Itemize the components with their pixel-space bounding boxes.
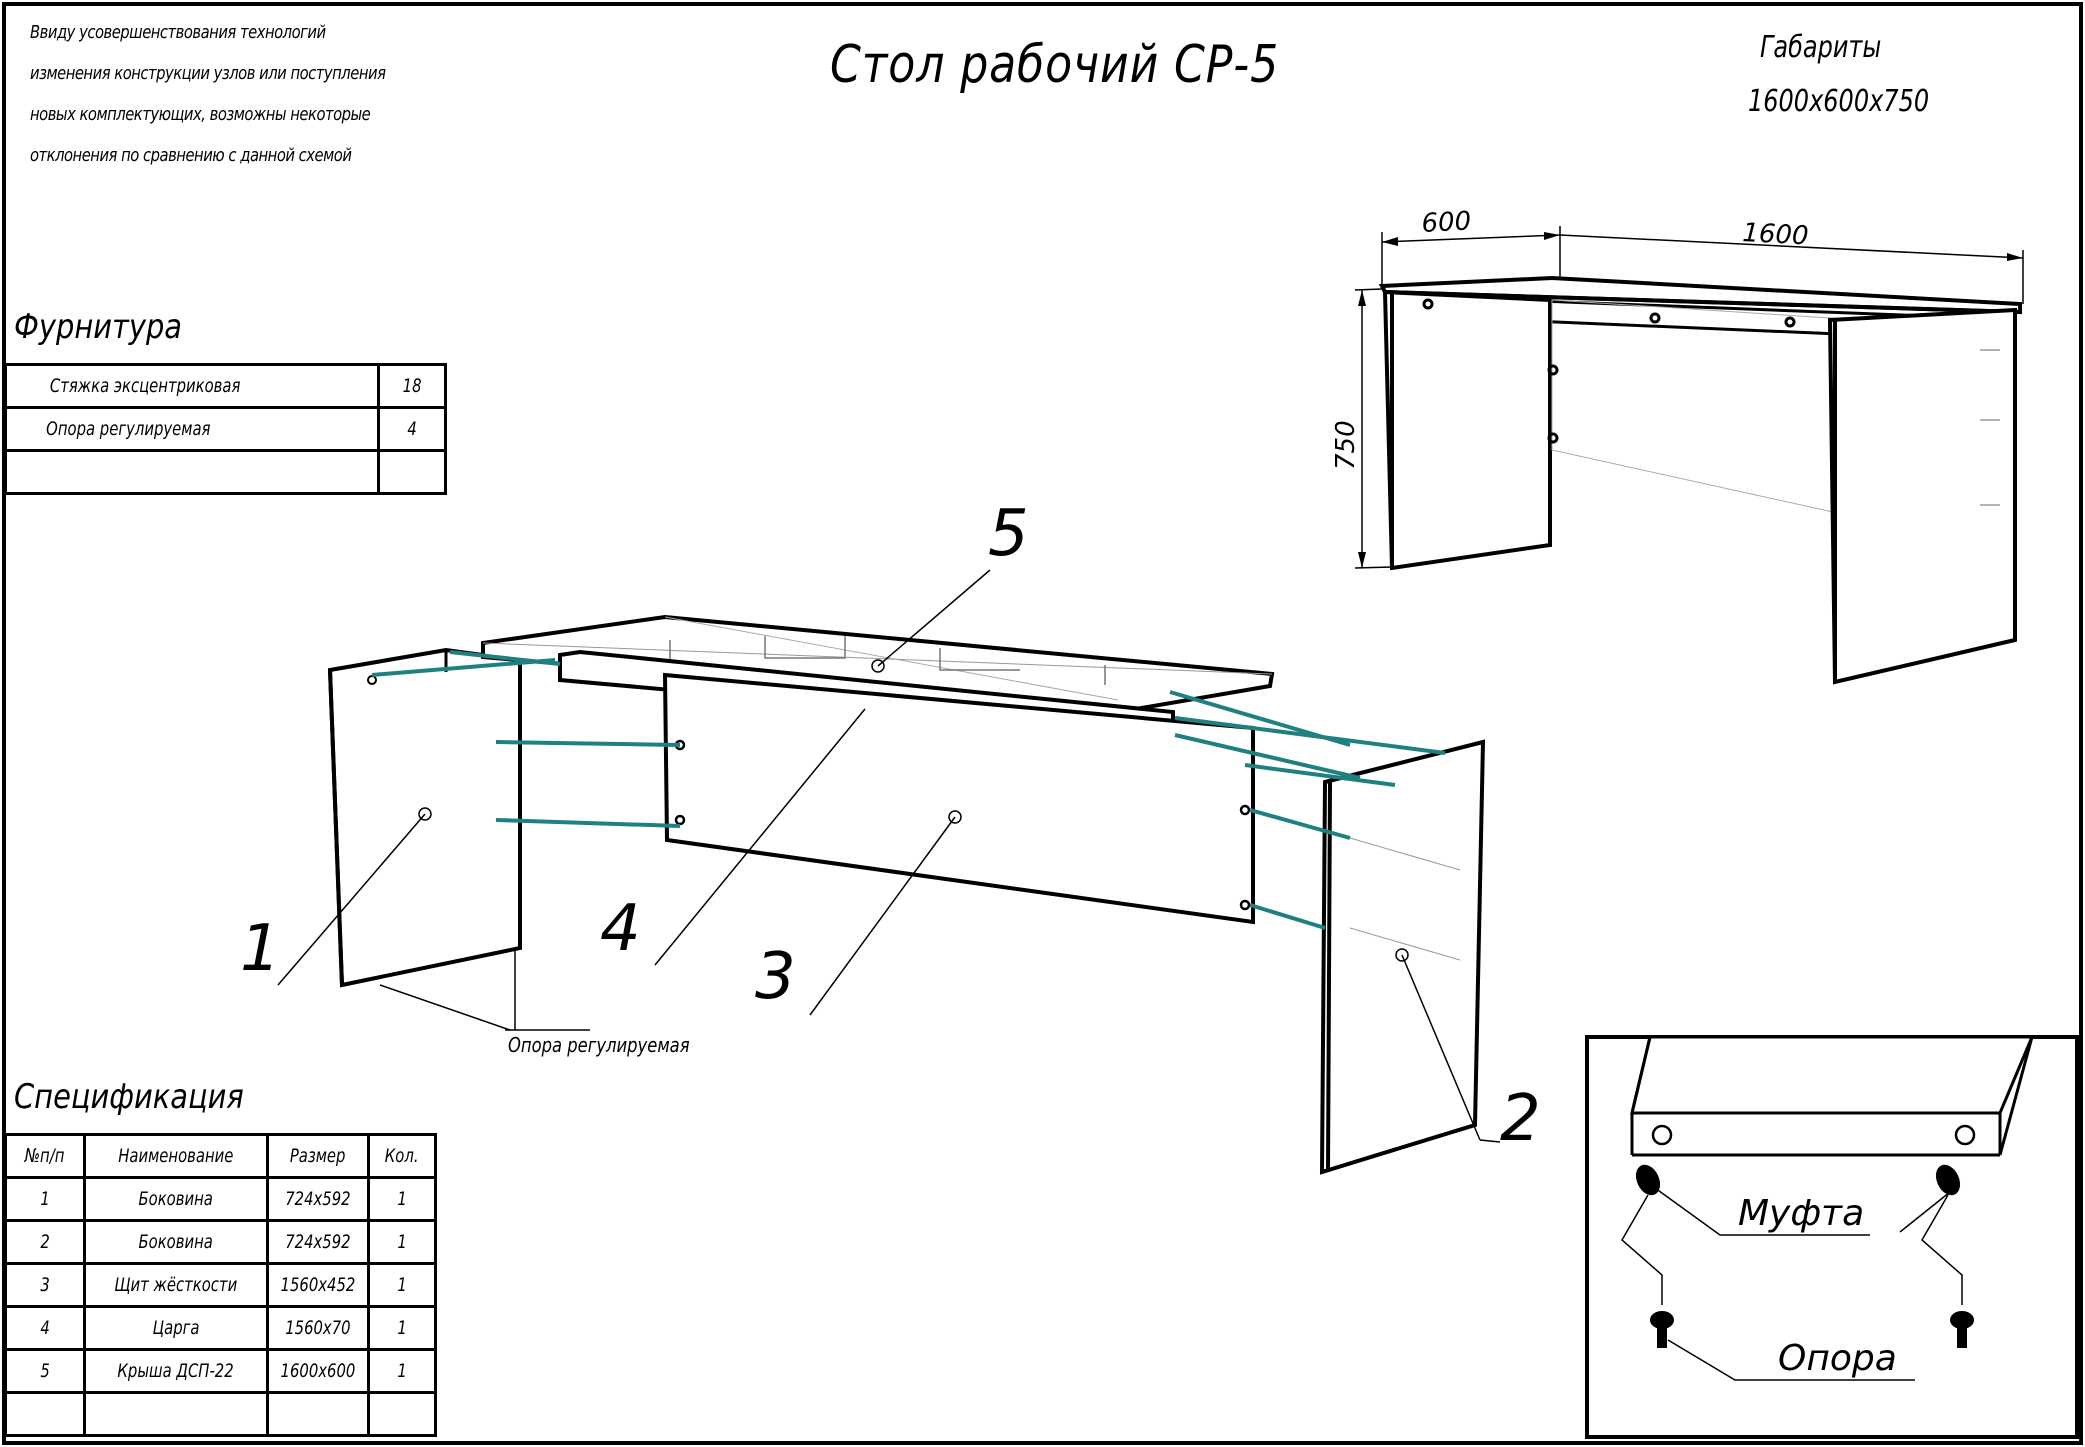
hardware-qty-cell: 18	[377, 363, 447, 409]
spec-qty-cell: 1	[367, 1219, 437, 1265]
spec-size-cell: 724x592	[266, 1176, 370, 1222]
table-row	[4, 1391, 437, 1437]
hardware-name-cell: Стяжка эксцентриковая	[4, 363, 380, 409]
spec-heading: Спецификация	[14, 1077, 244, 1117]
spec-qty-cell: 1	[367, 1176, 437, 1222]
spec-size-cell	[266, 1391, 370, 1437]
table-row: 5 Крыша ДСП-22 1600x600 1	[4, 1348, 437, 1394]
spec-size-cell: 1600x600	[266, 1348, 370, 1394]
table-row: Опора регулируемая 4	[4, 406, 447, 452]
callout-part-5: 5	[988, 497, 1029, 571]
table-row: 1 Боковина 724x592 1	[4, 1176, 437, 1222]
spec-num-cell: 5	[4, 1348, 86, 1394]
spec-name-cell: Крыша ДСП-22	[83, 1348, 269, 1394]
spec-size-cell: 1560x452	[266, 1262, 370, 1308]
callout-part-2: 2	[1500, 1082, 1541, 1156]
spec-name-cell: Боковина	[83, 1176, 269, 1222]
disclaimer-line-1: Ввиду усовершенствования технологий	[30, 22, 326, 43]
hardware-name-cell	[4, 449, 380, 495]
table-row: 3 Щит жёсткости 1560x452 1	[4, 1262, 437, 1308]
callout-part-4: 4	[600, 892, 641, 966]
hardware-qty-cell: 4	[377, 406, 447, 452]
spec-col-qty: Кол.	[367, 1133, 437, 1179]
dimension-height: 750	[1331, 420, 1361, 470]
spec-qty-cell: 1	[367, 1262, 437, 1308]
drawing-title: Стол рабочий СР-5	[830, 35, 1280, 95]
spec-qty-cell: 1	[367, 1305, 437, 1351]
disclaimer-line-2: изменения конструкции узлов или поступле…	[30, 63, 386, 84]
overview-with-dimensions: 600 1600 750	[1331, 206, 2024, 685]
hardware-name-cell: Опора регулируемая	[4, 406, 380, 452]
dimension-depth: 600	[1421, 206, 1472, 239]
spec-num-cell: 4	[4, 1305, 86, 1351]
hardware-heading: Фурнитура	[14, 307, 183, 347]
connector-lines	[371, 650, 1446, 930]
spec-size-cell: 724x592	[266, 1219, 370, 1265]
table-row: 4 Царга 1560x70 1	[4, 1305, 437, 1351]
table-header-row: №п/п Наименование Размер Кол.	[4, 1133, 437, 1179]
hardware-table: Стяжка эксцентриковая 18 Опора регулируе…	[4, 363, 447, 495]
spec-num-cell	[4, 1391, 86, 1437]
spec-name-cell: Щит жёсткости	[83, 1262, 269, 1308]
dimension-width: 1600	[1742, 218, 1810, 251]
coupling-label: Муфта	[1738, 1193, 1864, 1234]
callout-leaders	[277, 569, 1501, 1143]
spec-col-number: №п/п	[4, 1133, 86, 1179]
spec-col-size: Размер	[266, 1133, 370, 1179]
table-row: 2 Боковина 724x592 1	[4, 1219, 437, 1265]
spec-size-cell: 1560x70	[266, 1305, 370, 1351]
spec-qty-cell	[367, 1391, 437, 1437]
disclaimer-line-3: новых комплектующих, возможны некоторые	[30, 104, 371, 125]
foot-label: Опора	[1778, 1338, 1897, 1379]
overall-dimensions-value: 1600x600x750	[1748, 84, 1930, 119]
part-3-stiffener-panel	[662, 672, 1255, 925]
callout-part-1: 1	[240, 912, 281, 986]
hardware-qty-cell	[377, 449, 447, 495]
dimension-lines	[1354, 226, 2024, 569]
detail-foot-view: Муфта Опора	[1585, 1035, 2079, 1439]
callout-part-3: 3	[755, 940, 796, 1014]
spec-name-cell: Боковина	[83, 1219, 269, 1265]
disclaimer-line-4: отклонения по сравнению с данной схемой	[30, 145, 352, 166]
spec-col-name: Наименование	[83, 1133, 269, 1179]
spec-num-cell: 1	[4, 1176, 86, 1222]
spec-table: №п/п Наименование Размер Кол. 1 Боковина…	[4, 1133, 437, 1437]
spec-num-cell: 2	[4, 1219, 86, 1265]
adjustable-foot-label: Опора регулируемая	[508, 1035, 690, 1058]
spec-num-cell: 3	[4, 1262, 86, 1308]
table-row	[4, 449, 447, 495]
spec-qty-cell: 1	[367, 1348, 437, 1394]
table-row: Стяжка эксцентриковая 18	[4, 363, 447, 409]
overall-dimensions-label: Габариты	[1760, 30, 1882, 65]
part-1-left-side-panel	[327, 647, 522, 988]
spec-name-cell: Царга	[83, 1305, 269, 1351]
exploded-assembly: 1 2 3 4 5 Опора регулируемая	[240, 497, 1541, 1175]
spec-name-cell	[83, 1391, 269, 1437]
